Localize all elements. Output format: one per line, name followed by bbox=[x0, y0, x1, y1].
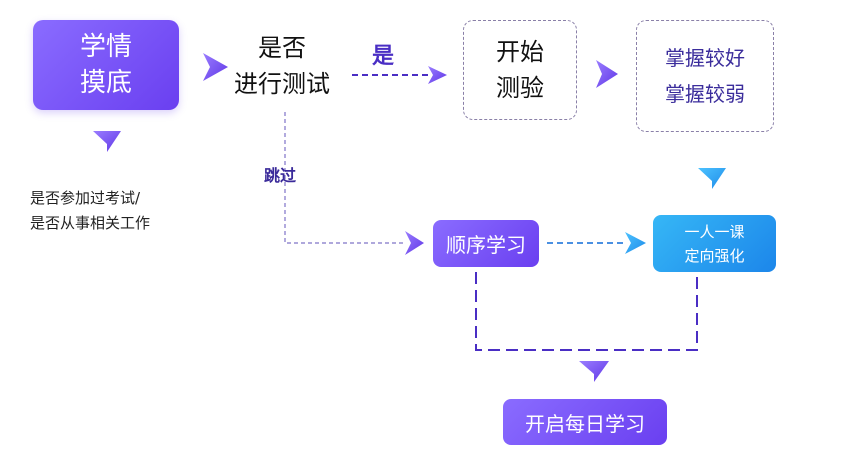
conditions-line-2: 是否从事相关工作 bbox=[30, 214, 151, 232]
arrow-right-icon bbox=[405, 231, 424, 255]
test-decision-node: 是否 进行测试 bbox=[222, 30, 342, 102]
conditions-text: 是否参加过考试/ 是否从事相关工作 bbox=[30, 186, 205, 236]
sequential-study-label: 顺序学习 bbox=[446, 233, 526, 257]
survey-line-1: 学情 bbox=[79, 32, 132, 62]
survey-line-2: 摸底 bbox=[79, 68, 132, 98]
mastery-good-label: 掌握较好 bbox=[665, 46, 745, 70]
start-test-line-1: 开始 bbox=[496, 38, 544, 66]
mastery-weak-label: 掌握较弱 bbox=[665, 82, 745, 106]
arrow-right-icon bbox=[428, 66, 447, 84]
survey-node: 学情 摸底 bbox=[33, 20, 179, 110]
start-test-node: 开始 测验 bbox=[463, 20, 577, 120]
arrow-down-icon bbox=[93, 131, 121, 152]
conditions-line-1: 是否参加过考试/ bbox=[30, 189, 141, 207]
mastery-node: 掌握较好 掌握较弱 bbox=[636, 20, 774, 132]
start-test-line-2: 测验 bbox=[496, 74, 544, 102]
tutoring-node: 一人一课 定向强化 bbox=[653, 215, 776, 272]
test-decision-line-1: 是否 bbox=[258, 34, 306, 62]
skip-label: 跳过 bbox=[264, 166, 297, 185]
arrow-down-icon bbox=[579, 361, 609, 382]
test-decision-line-2: 进行测试 bbox=[234, 70, 330, 98]
tutoring-line-2: 定向强化 bbox=[684, 246, 745, 265]
yes-label: 是 bbox=[372, 44, 395, 69]
tutoring-line-1: 一人一课 bbox=[684, 222, 745, 241]
arrow-right-icon bbox=[625, 232, 646, 254]
arrow-down-icon bbox=[698, 168, 726, 189]
merge-edge-line bbox=[475, 272, 698, 351]
arrow-right-icon bbox=[203, 53, 228, 81]
daily-study-label: 开启每日学习 bbox=[525, 411, 645, 436]
skip-edge-line bbox=[284, 112, 405, 244]
arrow-right-icon bbox=[596, 60, 618, 88]
daily-study-node: 开启每日学习 bbox=[503, 399, 667, 445]
sequential-study-node: 顺序学习 bbox=[433, 220, 539, 267]
